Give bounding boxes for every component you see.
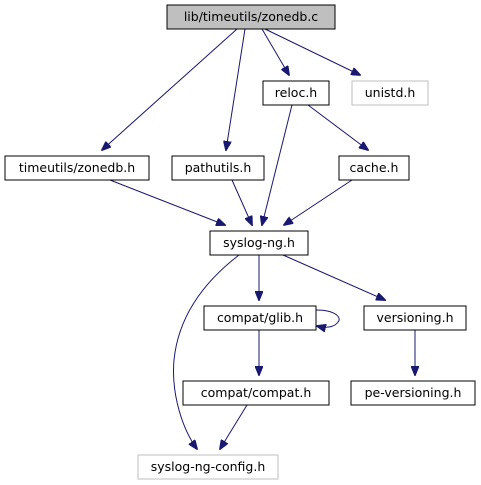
node-label: reloc.h — [275, 85, 317, 100]
node-box — [351, 80, 429, 106]
edge-root-to-reloc — [261, 28, 289, 75]
node-compat-compat-h[interactable]: compat/compat.h — [182, 380, 330, 406]
edge-reloc-to-syslogng — [262, 104, 293, 225]
node-compat-glib-h[interactable]: compat/glib.h — [203, 305, 317, 331]
edge-glib-to-glib — [316, 309, 340, 327]
node-box — [350, 380, 476, 406]
edge-syslogng-to-versioning — [282, 254, 385, 300]
node-label: versioning.h — [376, 310, 453, 325]
edge-compat-to-config — [220, 404, 248, 449]
node-reloc-h[interactable]: reloc.h — [262, 80, 330, 106]
edges — [102, 28, 415, 449]
node-label: compat/glib.h — [217, 310, 303, 325]
nodes: lib/timeutils/zonedb.c reloc.h unistd.h … — [4, 4, 476, 480]
node-label: lib/timeutils/zonedb.c — [184, 9, 318, 24]
node-box — [363, 305, 467, 331]
node-label: compat/compat.h — [201, 385, 312, 400]
node-pathutils-h[interactable]: pathutils.h — [171, 155, 265, 181]
node-unistd-h[interactable]: unistd.h — [351, 80, 429, 106]
edge-syslogng-to-config — [173, 254, 240, 449]
edge-root-to-tzdb — [102, 28, 238, 150]
node-box — [4, 155, 150, 181]
node-box — [262, 80, 330, 106]
node-box — [203, 305, 317, 331]
node-timeutils-zonedb-h[interactable]: timeutils/zonedb.h — [4, 155, 150, 181]
edge-root-to-unistd — [264, 28, 360, 75]
node-box — [137, 454, 279, 480]
node-label: timeutils/zonedb.h — [19, 160, 135, 175]
node-label: unistd.h — [365, 85, 416, 100]
node-root[interactable]: lib/timeutils/zonedb.c — [166, 4, 336, 30]
node-syslog-ng-config-h[interactable]: syslog-ng-config.h — [137, 454, 279, 480]
edge-tzdb-to-syslogng — [109, 179, 225, 225]
edge-reloc-to-cache — [307, 104, 368, 150]
node-pe-versioning-h[interactable]: pe-versioning.h — [350, 380, 476, 406]
node-box — [209, 230, 309, 256]
node-label: syslog-ng.h — [223, 235, 295, 250]
node-label: pe-versioning.h — [365, 385, 462, 400]
edge-root-to-pathutils — [226, 28, 246, 150]
node-box — [166, 4, 336, 30]
node-box — [338, 155, 410, 181]
node-label: pathutils.h — [185, 160, 252, 175]
node-box — [182, 380, 330, 406]
node-box — [171, 155, 265, 181]
edge-pathutils-to-syslogng — [231, 179, 252, 225]
edge-cache-to-syslogng — [284, 179, 353, 225]
node-label: cache.h — [350, 160, 399, 175]
node-syslog-ng-h[interactable]: syslog-ng.h — [209, 230, 309, 256]
node-versioning-h[interactable]: versioning.h — [363, 305, 467, 331]
node-cache-h[interactable]: cache.h — [338, 155, 410, 181]
node-label: syslog-ng-config.h — [151, 459, 266, 474]
